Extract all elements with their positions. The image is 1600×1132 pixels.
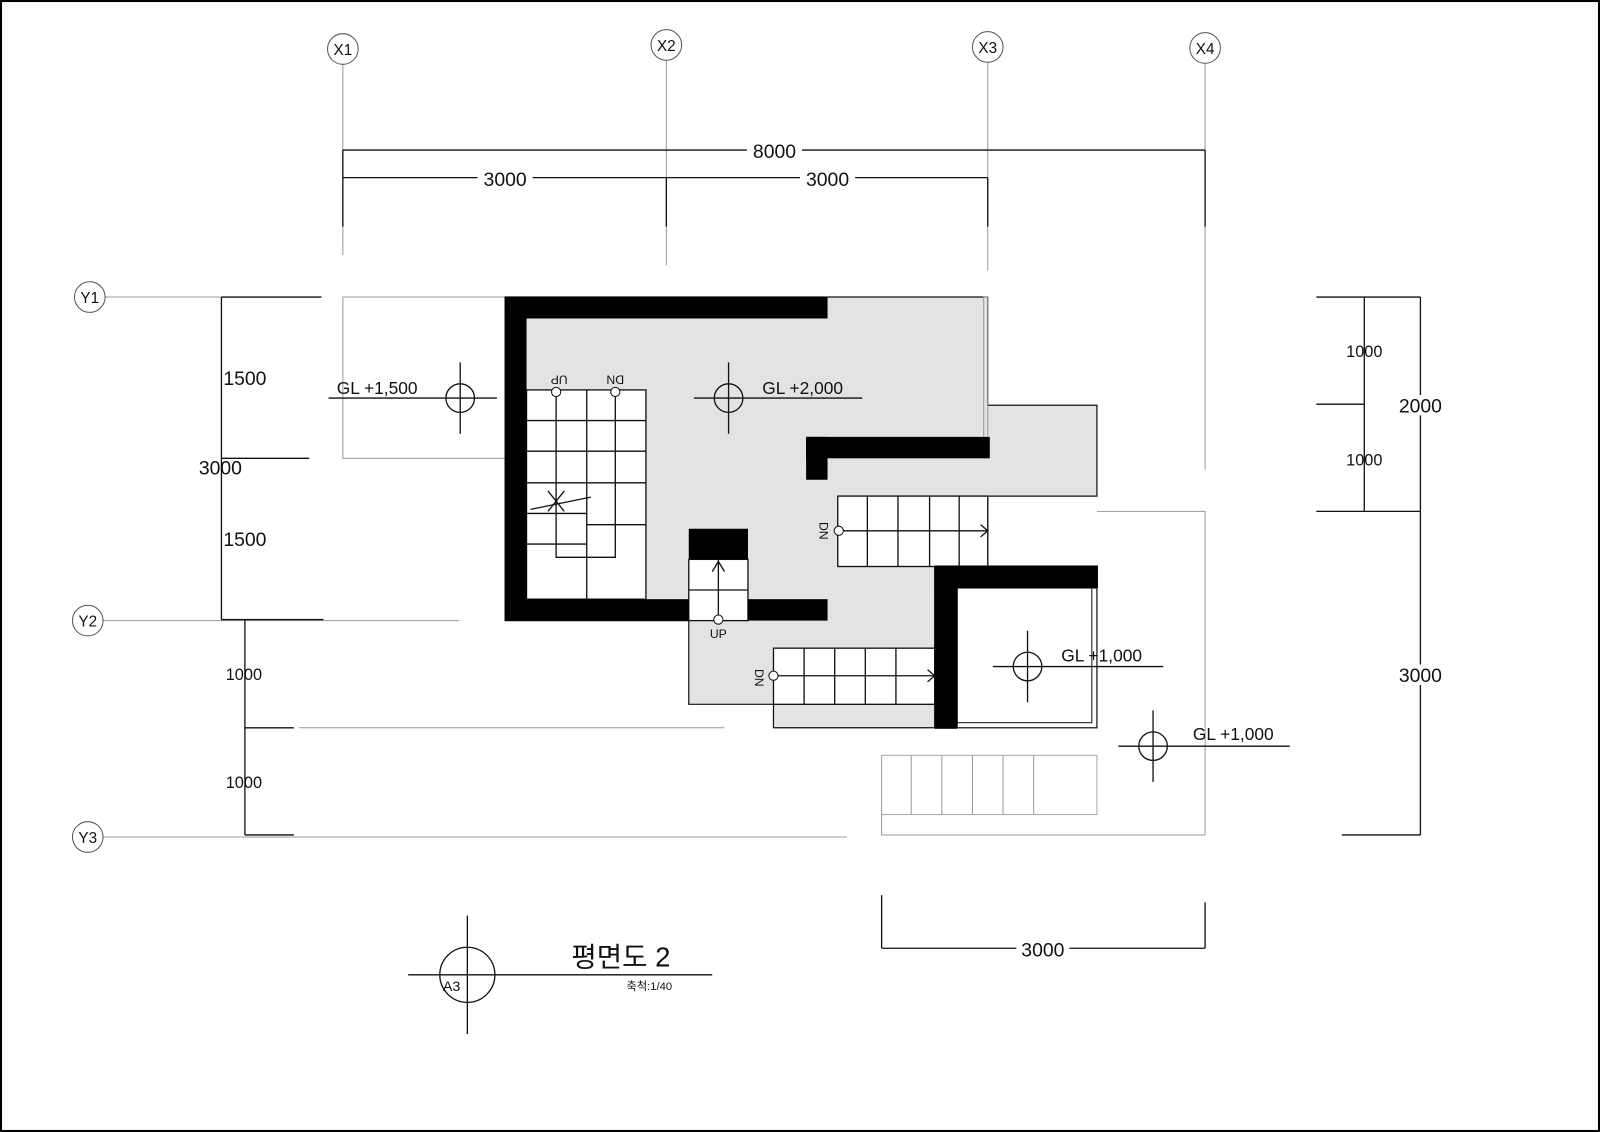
svg-text:GL +1,000: GL +1,000 — [1061, 645, 1142, 665]
title-text: 평면도 2 — [571, 942, 670, 973]
left-dimensions: 1500 3000 1500 1000 1000 — [199, 296, 324, 836]
grid-bubble-x4: X4 — [1189, 32, 1221, 64]
svg-text:1000: 1000 — [1346, 343, 1382, 361]
stair-label-up: UP — [710, 627, 727, 641]
level-marker: GL +1,500 — [328, 362, 497, 434]
level-marker: GL +1,000 — [1118, 710, 1290, 782]
stair-label-dn: DN — [606, 373, 624, 387]
svg-text:3000: 3000 — [806, 169, 849, 191]
svg-text:X3: X3 — [978, 40, 997, 57]
grid-bubble-x3: X3 — [971, 31, 1004, 63]
stair-center: UP — [688, 558, 749, 641]
stair-right: DN — [816, 495, 989, 568]
svg-text:1500: 1500 — [223, 368, 266, 390]
svg-text:Y3: Y3 — [78, 830, 97, 847]
stair-left: UP DN — [525, 373, 647, 600]
svg-text:Y2: Y2 — [78, 614, 97, 631]
stair-bottom: DN — [752, 647, 936, 705]
svg-text:2000: 2000 — [1399, 395, 1442, 417]
svg-text:3000: 3000 — [199, 458, 242, 480]
grid-bubble-x1: X1 — [327, 33, 359, 65]
bottom-dimension: 3000 — [880, 895, 1206, 961]
grid-bubble-y3: Y3 — [71, 821, 104, 853]
level-marker: GL +2,000 — [693, 362, 863, 434]
grid-bubble-y1: Y1 — [73, 281, 106, 313]
stair-label-up: UP — [551, 373, 568, 387]
room-right — [956, 587, 1098, 729]
right-dimensions: 1000 1000 2000 3000 — [1316, 296, 1445, 836]
svg-text:X2: X2 — [657, 38, 676, 55]
sheet-reference: A3 — [443, 979, 461, 995]
svg-text:GL +2,000: GL +2,000 — [762, 378, 843, 398]
svg-text:8000: 8000 — [753, 141, 796, 163]
svg-text:GL +1,500: GL +1,500 — [337, 378, 418, 398]
scale-text: 축척:1/40 — [627, 980, 673, 993]
top-dimensions: 8000 3000 3000 — [342, 140, 1206, 227]
svg-text:3000: 3000 — [484, 169, 527, 191]
svg-text:3000: 3000 — [1021, 939, 1064, 961]
stair-exterior — [881, 754, 1098, 816]
svg-text:3000: 3000 — [1399, 665, 1442, 687]
svg-text:1000: 1000 — [1346, 451, 1382, 469]
svg-text:X4: X4 — [1196, 41, 1215, 58]
level-marker: GL +1,000 — [992, 630, 1164, 703]
svg-text:1000: 1000 — [226, 666, 262, 684]
stair-label-dn: DN — [816, 522, 830, 540]
svg-text:Y1: Y1 — [80, 290, 99, 307]
svg-text:GL +1,000: GL +1,000 — [1193, 724, 1274, 744]
walls — [505, 297, 1098, 729]
svg-text:1500: 1500 — [223, 529, 266, 551]
drawing-title: A3 평면도 2 축척:1/40 — [408, 915, 713, 1035]
svg-text:X1: X1 — [333, 42, 352, 59]
stair-label-dn: DN — [752, 669, 766, 687]
svg-text:1000: 1000 — [226, 774, 262, 792]
grid-bubble-x2: X2 — [650, 29, 683, 61]
grid-bubble-y2: Y2 — [71, 604, 104, 637]
